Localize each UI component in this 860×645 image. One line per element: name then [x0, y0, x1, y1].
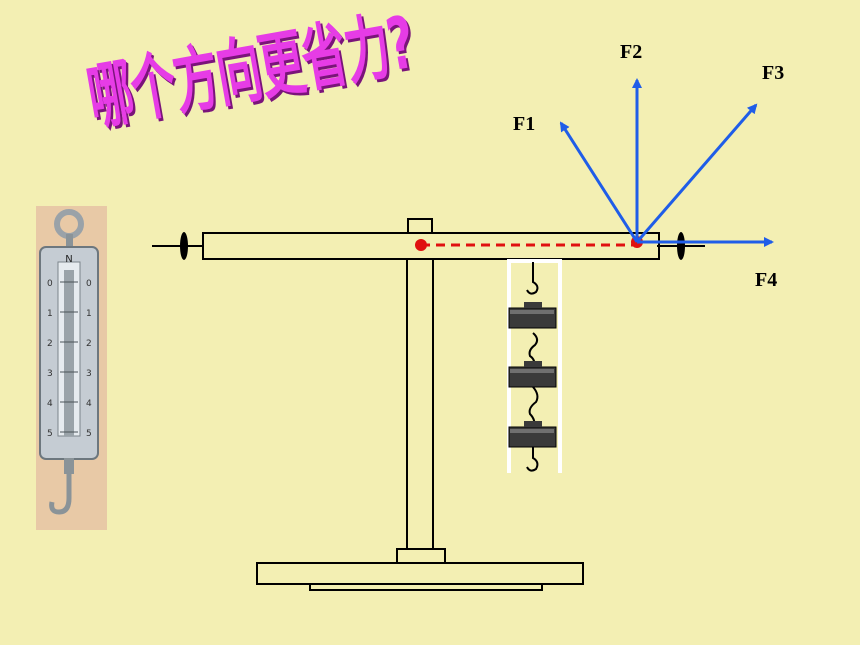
scale-number-left: 4 — [47, 399, 53, 409]
force-arrow-f1 — [559, 121, 639, 243]
scale-number-left: 0 — [47, 279, 53, 289]
force-arrow-f3 — [635, 103, 758, 243]
spring-scale-ticks — [60, 281, 78, 433]
spring-scale-icon: N 0 1 2 3 4 5 0 1 2 3 4 5 — [36, 206, 107, 530]
scale-number-left: 1 — [47, 309, 53, 319]
label-f3: F3 — [762, 62, 785, 84]
scale-number-right: 3 — [86, 369, 92, 379]
right-end-nut — [677, 232, 685, 260]
scale-number-right: 2 — [86, 339, 92, 349]
spring-scale-unit: N — [65, 254, 72, 265]
scale-number-left: 2 — [47, 339, 53, 349]
hanging-weights-icon — [507, 259, 562, 473]
lever-beam — [152, 232, 705, 260]
label-f1: F1 — [513, 113, 536, 135]
spring-scale-hook — [49, 474, 72, 515]
label-f2: F2 — [620, 41, 643, 63]
scale-number-left: 5 — [47, 429, 53, 439]
scale-number-right: 5 — [86, 429, 92, 439]
left-end-nut — [180, 232, 188, 260]
force-arrows — [559, 78, 774, 247]
scale-number-left: 3 — [47, 369, 53, 379]
scale-number-right: 4 — [86, 399, 92, 409]
fulcrum-dot — [415, 239, 427, 251]
scale-number-right: 0 — [86, 279, 92, 289]
label-f4: F4 — [755, 269, 778, 291]
scale-number-right: 1 — [86, 309, 92, 319]
